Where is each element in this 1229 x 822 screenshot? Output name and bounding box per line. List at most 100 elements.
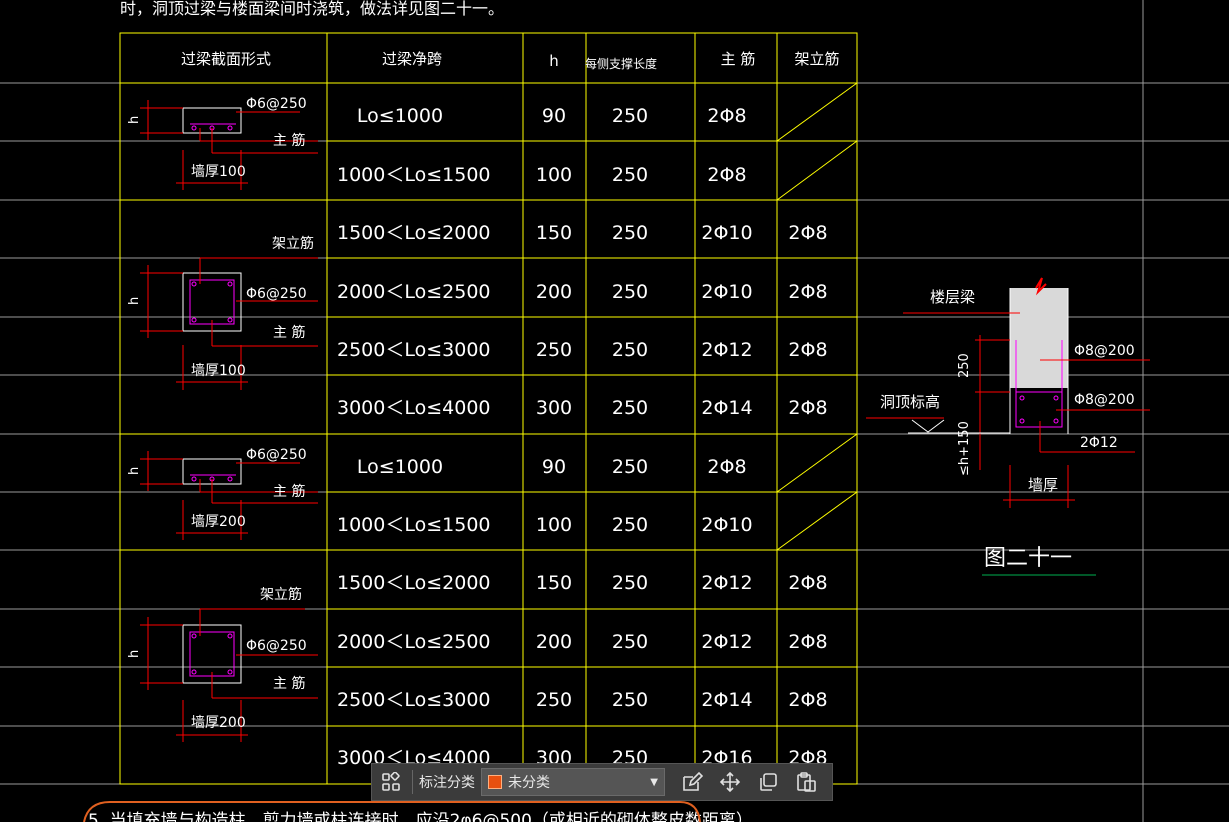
table-header: 过梁截面形式 过梁净跨 h 每侧支撑长度 主 筋 架立筋 <box>181 50 840 71</box>
svg-text:架立筋: 架立筋 <box>272 235 314 252</box>
svg-text:主 筋: 主 筋 <box>273 132 305 149</box>
cell-span: 1000＜Lo≤1500 <box>337 514 491 536</box>
cell-support: 250 <box>612 689 648 711</box>
cell-span: 1500＜Lo≤2000 <box>337 572 491 594</box>
svg-text:墙厚100: 墙厚100 <box>191 363 246 379</box>
cell-frame: 2Φ8 <box>788 572 827 594</box>
svg-text:Φ6@250: Φ6@250 <box>246 447 307 463</box>
cell-h: 100 <box>536 164 572 186</box>
top-note: 时，洞顶过梁与楼面梁间时浇筑，做法详见图二十一。 <box>120 0 504 18</box>
cell-h: 250 <box>536 339 572 361</box>
cell-h: 300 <box>536 397 572 419</box>
cell-h: 90 <box>542 105 566 127</box>
annotation-category-label: 标注分类 <box>419 775 475 791</box>
svg-text:Φ8@200: Φ8@200 <box>1074 392 1135 408</box>
cell-h: 90 <box>542 456 566 478</box>
cell-span: 2000＜Lo≤2500 <box>337 281 491 303</box>
cell-main: 2Φ12 <box>701 572 752 594</box>
copy-icon[interactable] <box>749 764 787 800</box>
category-color-swatch <box>488 775 502 789</box>
svg-text:2Φ12: 2Φ12 <box>1080 435 1118 451</box>
cell-main: 2Φ10 <box>701 514 752 536</box>
cell-main: 2Φ8 <box>707 105 746 127</box>
opening-top-label: 洞顶标高 <box>880 393 940 411</box>
cell-support: 250 <box>612 456 648 478</box>
cell-span: 2500＜Lo≤3000 <box>337 689 491 711</box>
cell-span: 2000＜Lo≤2500 <box>337 631 491 653</box>
svg-text:Φ6@250: Φ6@250 <box>246 96 307 112</box>
cell-h: 100 <box>536 514 572 536</box>
svg-text:墙厚200: 墙厚200 <box>191 514 246 530</box>
cell-support: 250 <box>612 105 648 127</box>
cell-span: 1500＜Lo≤2000 <box>337 222 491 244</box>
cell-main: 2Φ8 <box>707 456 746 478</box>
section-small-2: h Φ6@250 主 筋 墙厚200 <box>127 447 318 540</box>
svg-text:h: h <box>127 467 142 475</box>
floor-beam-label: 楼层梁 <box>930 288 975 306</box>
svg-text:h: h <box>127 297 142 305</box>
cell-frame: 2Φ8 <box>788 222 827 244</box>
cell-main: 2Φ12 <box>701 631 752 653</box>
cell-support: 250 <box>612 631 648 653</box>
svg-text:h: h <box>127 650 142 658</box>
cell-frame: 2Φ8 <box>788 397 827 419</box>
svg-text:h: h <box>127 116 142 124</box>
figure-21-detail: 楼层梁 250 ≤h+150 洞顶标高 Φ8@200 Φ8@200 2Φ12 墙… <box>866 277 1150 576</box>
cell-support: 250 <box>612 281 648 303</box>
cell-h: 150 <box>536 222 572 244</box>
table-rows: Lo≤1000 90 250 2Φ8 1000＜Lo≤1500 100 250 2Φ8 1500… <box>337 105 828 769</box>
header-support: 每侧支撑长度 <box>585 56 657 71</box>
svg-text:墙厚100: 墙厚100 <box>191 164 246 180</box>
cell-span: Lo≤1000 <box>357 105 443 127</box>
cell-support: 250 <box>612 397 648 419</box>
cell-main: 2Φ14 <box>701 689 752 711</box>
bottom-note: 5. 当填充墙与构造柱、剪力墙或柱连接时，应沿2φ6@500（或相近的砌体整皮数… <box>88 811 753 822</box>
svg-text:架立筋: 架立筋 <box>260 586 302 603</box>
cell-support: 250 <box>612 222 648 244</box>
header-section: 过梁截面形式 <box>181 50 271 68</box>
svg-text:主 筋: 主 筋 <box>273 483 305 500</box>
cell-h: 200 <box>536 281 572 303</box>
svg-text:250: 250 <box>957 353 972 378</box>
svg-text:Φ6@250: Φ6@250 <box>246 638 307 654</box>
cell-h: 150 <box>536 572 572 594</box>
cell-support: 250 <box>612 339 648 361</box>
cell-span: 3000＜Lo≤4000 <box>337 397 491 419</box>
header-span: 过梁净跨 <box>382 50 442 68</box>
svg-text:墙厚: 墙厚 <box>1028 476 1058 494</box>
annotation-category-select[interactable]: 未分类 ▼ <box>481 768 665 796</box>
annotation-toolbar: 标注分类 未分类 ▼ <box>371 763 833 801</box>
header-main: 主 筋 <box>721 50 756 68</box>
cell-span: 1000＜Lo≤1500 <box>337 164 491 186</box>
figure-label: 图二十一 <box>984 546 1072 571</box>
svg-text:Φ6@250: Φ6@250 <box>246 286 307 302</box>
cell-frame: 2Φ8 <box>788 339 827 361</box>
section-large-1: h 架立筋 Φ6@250 主 筋 墙厚100 <box>127 235 318 390</box>
cell-main: 2Φ14 <box>701 397 752 419</box>
cell-main: 2Φ10 <box>701 281 752 303</box>
section-small-1: h Φ6@250 主 筋 墙厚100 <box>127 96 318 190</box>
grid-view-icon[interactable] <box>372 764 410 800</box>
edit-icon[interactable] <box>673 764 711 800</box>
paste-icon[interactable] <box>787 764 825 800</box>
svg-text:≤h+150: ≤h+150 <box>957 421 972 476</box>
svg-text:主 筋: 主 筋 <box>273 675 305 692</box>
revision-cloud <box>83 801 701 822</box>
cell-main: 2Φ8 <box>707 164 746 186</box>
cell-main: 2Φ12 <box>701 339 752 361</box>
header-frame: 架立筋 <box>794 50 839 68</box>
header-h: h <box>549 52 559 70</box>
cell-span: Lo≤1000 <box>357 456 443 478</box>
chevron-down-icon: ▼ <box>650 776 658 788</box>
cell-h: 200 <box>536 631 572 653</box>
cell-frame: 2Φ8 <box>788 281 827 303</box>
section-large-2: h 架立筋 Φ6@250 主 筋 墙厚200 <box>127 586 318 742</box>
cell-frame: 2Φ8 <box>788 689 827 711</box>
toolbar-divider <box>412 770 413 794</box>
selected-category: 未分类 <box>508 775 550 791</box>
svg-text:Φ8@200: Φ8@200 <box>1074 343 1135 359</box>
move-icon[interactable] <box>711 764 749 800</box>
cell-main: 2Φ10 <box>701 222 752 244</box>
cell-h: 250 <box>536 689 572 711</box>
